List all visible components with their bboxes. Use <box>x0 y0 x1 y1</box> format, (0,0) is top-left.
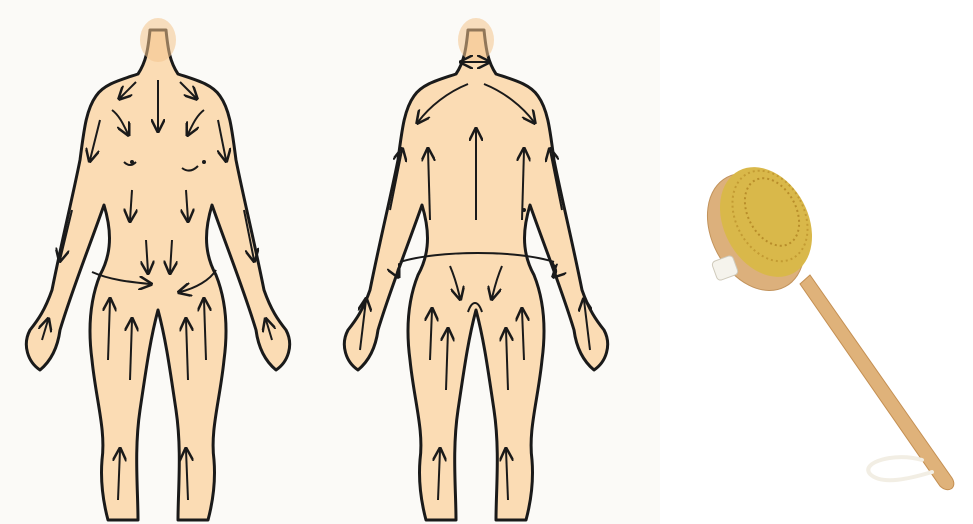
body-brush-image <box>660 0 973 524</box>
body-brush-product <box>660 0 973 524</box>
back-body-outline <box>344 30 607 520</box>
body-diagram <box>0 0 660 524</box>
dry-brushing-illustration <box>0 0 660 524</box>
hanging-cord <box>868 457 932 480</box>
back-figure <box>344 18 607 520</box>
brush-handle <box>800 275 954 490</box>
front-figure <box>26 18 289 520</box>
